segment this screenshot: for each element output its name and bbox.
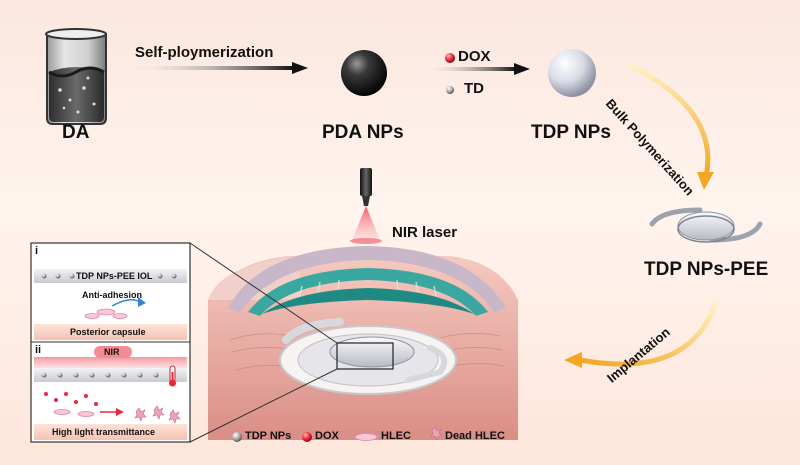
dox-dot-icon: [445, 53, 455, 63]
inset-anti-adhesion-label: Anti-adhesion: [82, 290, 142, 300]
inset-posterior-capsule-label: Posterior capsule: [70, 327, 146, 337]
legend-icons: [232, 426, 443, 442]
label-tdp-nps: TDP NPs: [531, 122, 611, 143]
legend-dox-icon: [302, 432, 312, 442]
inset-transmittance-label: High light transmittance: [52, 427, 156, 437]
legend-hlec-label: HLEC: [381, 430, 411, 442]
legend-dead-hlec-icon: [430, 426, 443, 441]
label-pda-nps: PDA NPs: [322, 122, 404, 143]
pda-sphere-icon: [341, 50, 387, 96]
td-dot-icon: [446, 86, 454, 94]
label-nir-laser: NIR laser: [392, 224, 458, 241]
beaker-icon: [45, 28, 107, 125]
legend-dox-label: DOX: [315, 430, 339, 442]
label-dox: DOX: [458, 48, 491, 65]
zoom-line-top: [189, 242, 338, 344]
dead-hlec-cluster: [134, 405, 181, 424]
arrow-bulk-polymerization: [626, 61, 714, 190]
nir-laser-icon: [350, 168, 382, 244]
iol-lens-icon: [649, 207, 763, 243]
arrow-self-polymerization: [118, 62, 308, 74]
eye-cross-section: [208, 246, 518, 440]
inset-panel: [30, 242, 191, 443]
legend-tdp-icon: [232, 432, 242, 442]
inset-panel-ii-label: ii: [35, 344, 42, 356]
zoom-line-bottom: [189, 368, 338, 443]
arrow-loading: [420, 53, 530, 94]
legend-hlec-icon: [354, 433, 378, 441]
label-td: TD: [464, 80, 484, 97]
zoom-box: [336, 342, 394, 370]
tdp-sphere-icon: [548, 49, 596, 97]
label-da: DA: [62, 122, 90, 143]
inset-nir-label: NIR: [104, 347, 120, 357]
inset-panel-i-label: i: [35, 245, 39, 257]
arrow-implantation: [564, 301, 719, 368]
label-self-polymerization: Self-ploymerization: [135, 44, 274, 61]
inset-iol-label: TDP NPs-PEE IOL: [76, 271, 153, 281]
thermometer-icon: [169, 365, 176, 387]
legend-dead-hlec-label: Dead HLEC: [445, 430, 505, 442]
legend-tdp-label: TDP NPs: [245, 430, 292, 442]
label-tdp-nps-pee: TDP NPs-PEE: [644, 259, 769, 280]
